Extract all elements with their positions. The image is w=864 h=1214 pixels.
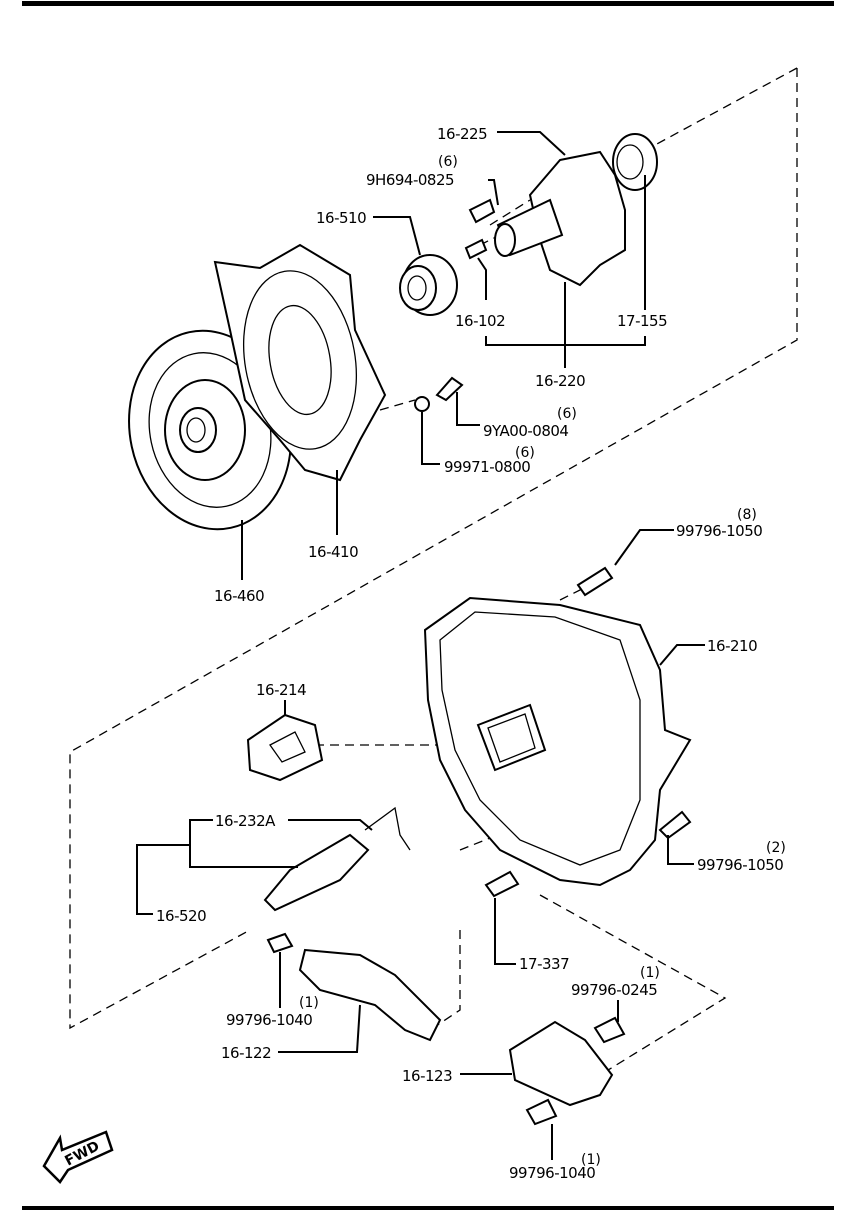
bolt-17-337 xyxy=(484,870,520,898)
label-99796-1040-left: 99796-1040 xyxy=(226,1011,312,1029)
label-99971-0800: 99971-0800 xyxy=(444,458,530,476)
qty-9YA00-0804: (6) xyxy=(557,406,577,422)
boot xyxy=(246,713,324,782)
label-16-220: 16-220 xyxy=(535,372,585,390)
bolt-99796-1050-top xyxy=(576,566,614,597)
label-16-232A: 16-232A xyxy=(215,812,276,830)
label-9H694-0825: 9H694-0825 xyxy=(366,171,454,189)
label-16-102: 16-102 xyxy=(455,312,505,330)
forward-arrow-icon: FWD xyxy=(42,1130,114,1184)
qty-99796-1040-left: (1) xyxy=(299,995,319,1011)
release-fork xyxy=(263,806,411,912)
label-17-155: 17-155 xyxy=(617,312,667,330)
qty-99971-0800: (6) xyxy=(515,445,535,461)
clutch-housing xyxy=(423,596,692,887)
bolt-and-washer xyxy=(414,376,464,412)
label-99796-1040-bottom: 99796-1040 xyxy=(509,1164,595,1182)
label-16-214: 16-214 xyxy=(256,681,306,699)
label-16-123: 16-123 xyxy=(402,1067,452,1085)
label-16-210: 16-210 xyxy=(707,637,757,655)
label-16-122: 16-122 xyxy=(221,1044,271,1062)
bracket-16-123 xyxy=(508,1016,626,1126)
label-99796-1050-top: 99796-1050 xyxy=(676,522,762,540)
label-16-225: 16-225 xyxy=(437,125,487,143)
label-16-460: 16-460 xyxy=(214,587,264,605)
pressure-plate xyxy=(213,243,387,482)
qty-9H694-0825: (6) xyxy=(438,154,458,170)
bracket-16-122 xyxy=(266,932,442,1042)
label-9YA00-0804: 9YA00-0804 xyxy=(483,422,568,440)
leader-lines xyxy=(136,131,705,1160)
label-99796-0245: 99796-0245 xyxy=(571,981,657,999)
release-housing xyxy=(464,150,626,287)
qty-99796-1050-side: (2) xyxy=(766,840,786,856)
label-99796-1050-side: 99796-1050 xyxy=(697,856,783,874)
label-16-410: 16-410 xyxy=(308,543,358,561)
label-16-520: 16-520 xyxy=(156,907,206,925)
top-rule xyxy=(22,1,834,6)
bolt-99796-1050-side xyxy=(658,810,692,840)
bearing xyxy=(612,133,658,191)
bottom-rule xyxy=(22,1206,834,1210)
release-bearing xyxy=(399,254,458,316)
qty-99796-1050-top: (8) xyxy=(737,507,757,523)
label-16-510: 16-510 xyxy=(316,209,366,227)
label-17-337: 17-337 xyxy=(519,955,569,973)
qty-99796-0245: (1) xyxy=(640,965,660,981)
qty-99796-1040-bottom: (1) xyxy=(581,1152,601,1168)
